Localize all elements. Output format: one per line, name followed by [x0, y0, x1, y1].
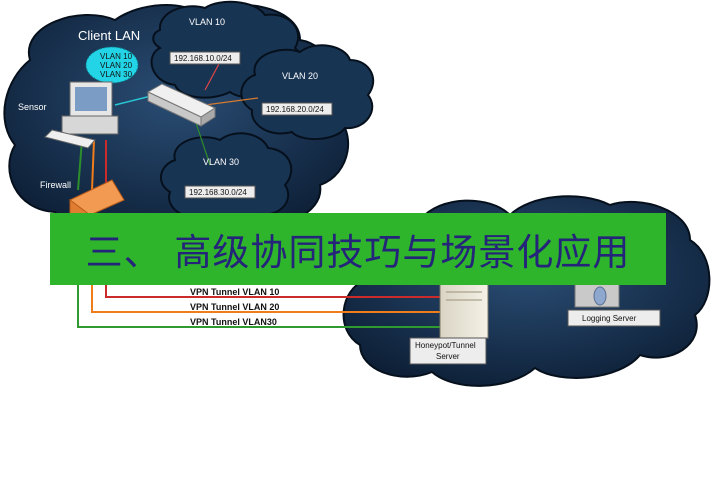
section-banner: 三、 高级协同技巧与场景化应用: [50, 213, 666, 285]
logging-server-icon: [574, 282, 620, 308]
sensor-computer-icon: [44, 81, 119, 149]
vpn-tunnel-label: VPN Tunnel VLAN 10: [190, 287, 279, 297]
hub-vlan-label: VLAN 10: [100, 52, 133, 61]
vpn-tunnel-label: VPN Tunnel VLAN 20: [190, 302, 279, 312]
subnet-label: 192.168.20.0/24: [266, 105, 324, 114]
lan-connections: [77, 61, 259, 191]
logging-label-box: [567, 309, 661, 327]
honeypot-label-line1: Honeypot/Tunnel: [415, 341, 476, 350]
vpn-tunnel-label: VPN Tunnel VLAN30: [190, 317, 277, 327]
banner-title: 三、 高级协同技巧与场景化应用: [85, 231, 631, 274]
logging-label: Logging Server: [582, 314, 637, 323]
client-lan-title: Client LAN: [78, 28, 140, 43]
sensor-label: Sensor: [18, 102, 47, 112]
subnet-box-vlan10: 192.168.10.0/24: [169, 51, 241, 65]
vlan-hub: VLAN 10 VLAN 20 VLAN 30: [85, 46, 139, 84]
vlan20-title: VLAN 20: [282, 71, 318, 81]
subnet-box-vlan20: 192.168.20.0/24: [261, 102, 333, 116]
subnet-box-vlan30: 192.168.30.0/24: [184, 185, 256, 199]
vlan10-title: VLAN 10: [189, 17, 225, 27]
vlan30-title: VLAN 30: [203, 157, 239, 167]
honeypot-label-line2: Server: [436, 352, 460, 361]
subnet-label: 192.168.30.0/24: [189, 188, 247, 197]
vpn-tunnel-lines: [77, 285, 440, 328]
vlan20-cloud: [240, 44, 375, 141]
vlan30-cloud: [160, 132, 293, 225]
hub-vlan-label: VLAN 20: [100, 61, 133, 70]
firewall-label: Firewall: [40, 180, 71, 190]
switch-icon: [146, 83, 217, 127]
hub-vlan-label: VLAN 30: [100, 70, 133, 79]
subnet-label: 192.168.10.0/24: [174, 54, 232, 63]
honeypot-server-icon: [439, 281, 489, 339]
honeypot-label-box: [409, 337, 487, 365]
